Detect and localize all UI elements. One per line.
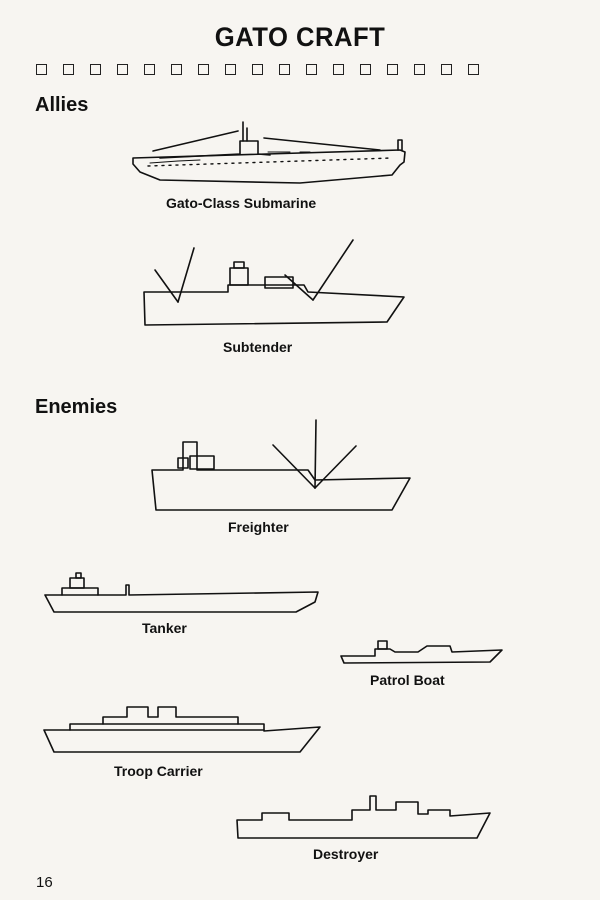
troop-carrier-illustration	[44, 707, 320, 752]
decorative-square	[333, 64, 344, 75]
decorative-square	[90, 64, 101, 75]
decorative-square	[198, 64, 209, 75]
page-number: 16	[36, 874, 53, 891]
decorative-square	[414, 64, 425, 75]
section-heading-enemies: Enemies	[35, 396, 118, 418]
decorative-square	[441, 64, 452, 75]
decorative-square	[63, 64, 74, 75]
label-troop-carrier: Troop Carrier	[114, 763, 203, 779]
page-title: GATO CRAFT	[214, 22, 386, 52]
gato-submarine-illustration	[133, 122, 405, 183]
decorative-square-row	[36, 64, 556, 80]
freighter-illustration	[152, 420, 410, 510]
label-destroyer: Destroyer	[313, 846, 379, 862]
decorative-square	[36, 64, 47, 75]
tanker-illustration	[45, 573, 318, 612]
label-gato-class-submarine: Gato-Class Submarine	[166, 195, 317, 211]
destroyer-illustration	[237, 796, 490, 838]
decorative-square	[306, 64, 317, 75]
label-freighter: Freighter	[228, 519, 289, 535]
decorative-square	[468, 64, 479, 75]
decorative-square	[171, 64, 182, 75]
decorative-square	[252, 64, 263, 75]
decorative-square	[144, 64, 155, 75]
label-tanker: Tanker	[142, 620, 187, 636]
label-subtender: Subtender	[223, 339, 293, 355]
label-patrol-boat: Patrol Boat	[370, 672, 445, 688]
decorative-square	[117, 64, 128, 75]
section-heading-allies: Allies	[35, 94, 89, 116]
decorative-square	[225, 64, 236, 75]
decorative-square	[279, 64, 290, 75]
subtender-illustration	[144, 240, 404, 325]
decorative-square	[387, 64, 398, 75]
decorative-square	[360, 64, 371, 75]
patrol-boat-illustration	[341, 641, 502, 663]
